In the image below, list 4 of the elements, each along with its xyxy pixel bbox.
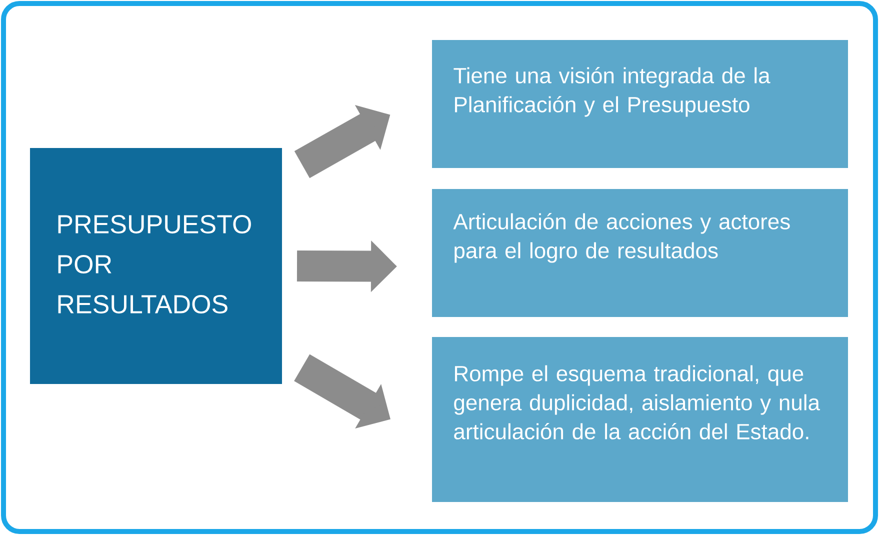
text-box: Tiene una visión integrada de la Planificación y el Presupuesto: [432, 40, 848, 168]
text-box: Articulación de acciones y actores para el logro de resultados: [432, 189, 848, 317]
title-box: PRESUPUESTO POR RESULTADOS: [30, 148, 282, 384]
text-box: Rompe el esquema tradicional, que genera duplicidad, aislamiento y nula articulación de la acción del Estado.: [432, 337, 848, 502]
